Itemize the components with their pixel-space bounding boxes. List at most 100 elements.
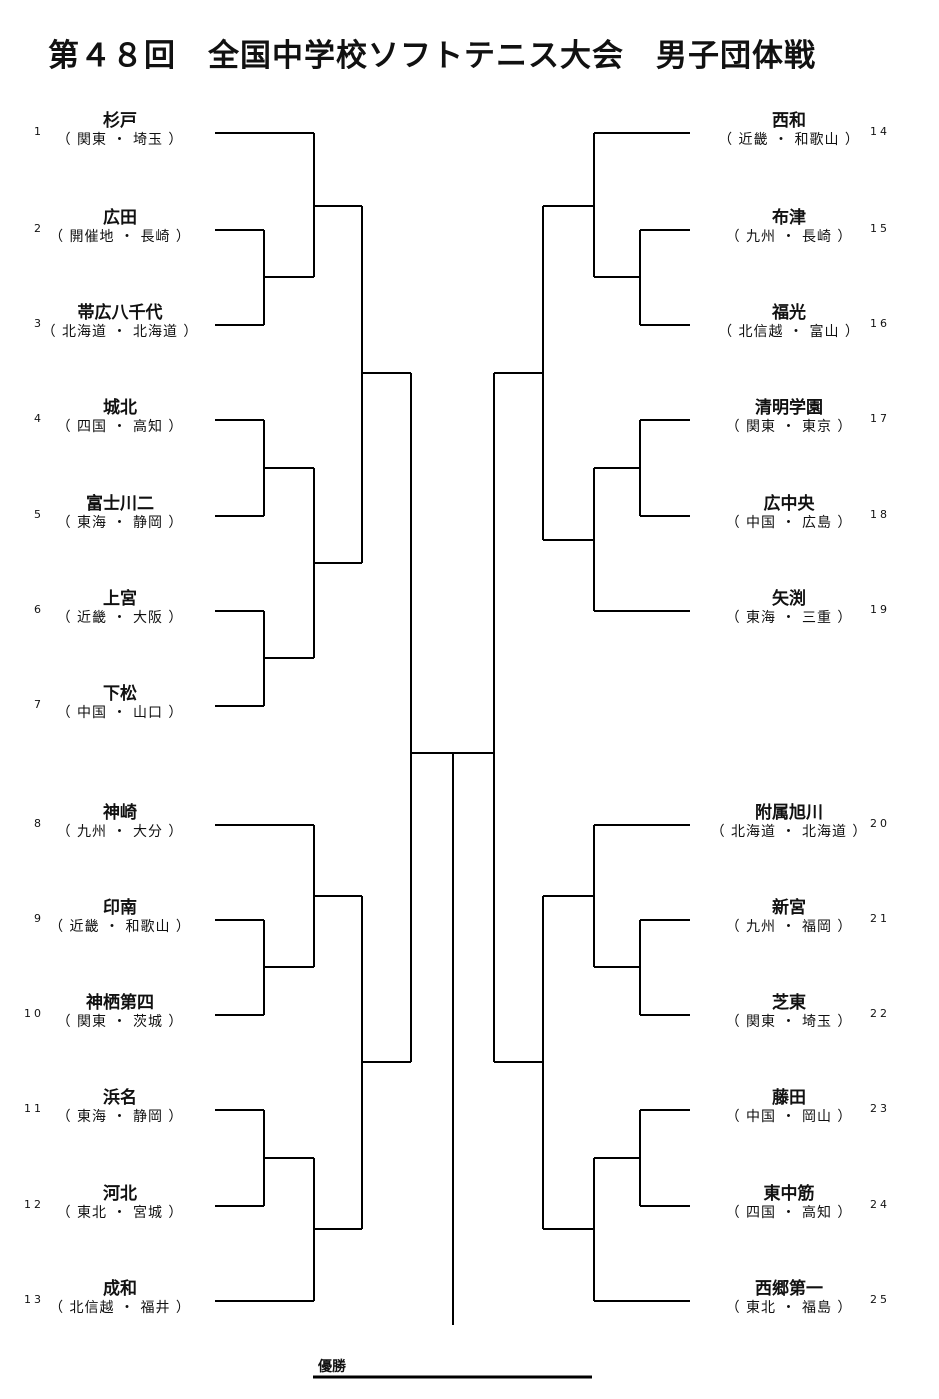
team-region: （ 北信越 ・ 富山 ） bbox=[718, 324, 860, 340]
team-region: （ 九州 ・ 大分 ） bbox=[56, 824, 184, 840]
team-entry: 西和（ 近畿 ・ 和歌山 ） bbox=[689, 111, 889, 149]
team-name: 新宮 bbox=[772, 898, 806, 918]
seed-number: 18 bbox=[870, 508, 890, 521]
team-region: （ 北信越 ・ 福井 ） bbox=[49, 1300, 191, 1316]
seed-number: 6 bbox=[34, 603, 44, 616]
team-entry: 芝東（ 関東 ・ 埼玉 ） bbox=[689, 993, 889, 1031]
seed-number: 25 bbox=[870, 1293, 890, 1306]
seed-number: 5 bbox=[34, 508, 44, 521]
team-entry: 下松（ 中国 ・ 山口 ） bbox=[20, 684, 220, 722]
seed-number: 13 bbox=[24, 1293, 44, 1306]
team-region: （ 近畿 ・ 和歌山 ） bbox=[718, 132, 860, 148]
team-name: 藤田 bbox=[772, 1088, 806, 1108]
team-name: 帯広八千代 bbox=[77, 303, 163, 323]
seed-number: 15 bbox=[870, 222, 890, 235]
team-entry: 布津（ 九州 ・ 長崎 ） bbox=[689, 208, 889, 246]
team-entry: 神栖第四（ 関東 ・ 茨城 ） bbox=[20, 993, 220, 1031]
team-entry: 東中筋（ 四国 ・ 高知 ） bbox=[689, 1184, 889, 1222]
team-entry: 城北（ 四国 ・ 高知 ） bbox=[20, 398, 220, 436]
team-name: 広田 bbox=[103, 208, 137, 228]
seed-number: 4 bbox=[34, 412, 44, 425]
seed-number: 23 bbox=[870, 1102, 890, 1115]
team-region: （ 関東 ・ 茨城 ） bbox=[56, 1014, 184, 1030]
seed-number: 14 bbox=[870, 125, 890, 138]
team-entry: 神崎（ 九州 ・ 大分 ） bbox=[20, 803, 220, 841]
seed-number: 24 bbox=[870, 1198, 890, 1211]
team-region: （ 九州 ・ 長崎 ） bbox=[725, 229, 853, 245]
team-entry: 福光（ 北信越 ・ 富山 ） bbox=[689, 303, 889, 341]
team-region: （ 開催地 ・ 長崎 ） bbox=[49, 229, 191, 245]
seed-number: 16 bbox=[870, 317, 890, 330]
team-name: 下松 bbox=[103, 684, 137, 704]
team-entry: 印南（ 近畿 ・ 和歌山 ） bbox=[20, 898, 220, 936]
seed-number: 19 bbox=[870, 603, 890, 616]
team-name: 西郷第一 bbox=[755, 1279, 823, 1299]
team-region: （ 中国 ・ 岡山 ） bbox=[725, 1109, 853, 1125]
champion-label: 優勝 bbox=[318, 1359, 346, 1375]
team-entry: 西郷第一（ 東北 ・ 福島 ） bbox=[689, 1279, 889, 1317]
seed-number: 11 bbox=[24, 1102, 44, 1115]
team-name: 神崎 bbox=[103, 803, 137, 823]
team-region: （ 東海 ・ 静岡 ） bbox=[56, 515, 184, 531]
team-region: （ 近畿 ・ 和歌山 ） bbox=[49, 919, 191, 935]
team-name: 西和 bbox=[772, 111, 806, 131]
team-region: （ 中国 ・ 山口 ） bbox=[56, 705, 184, 721]
seed-number: 3 bbox=[34, 317, 44, 330]
team-region: （ 東海 ・ 三重 ） bbox=[725, 610, 853, 626]
team-region: （ 四国 ・ 高知 ） bbox=[56, 419, 184, 435]
team-name: 福光 bbox=[772, 303, 806, 323]
team-name: 芝東 bbox=[772, 993, 806, 1013]
page-title: 第４８回 全国中学校ソフトテニス大会 男子団体戦 bbox=[48, 38, 816, 74]
team-entry: 上宮（ 近畿 ・ 大阪 ） bbox=[20, 589, 220, 627]
team-region: （ 北海道 ・ 北海道 ） bbox=[710, 824, 868, 840]
team-entry: 藤田（ 中国 ・ 岡山 ） bbox=[689, 1088, 889, 1126]
team-region: （ 関東 ・ 埼玉 ） bbox=[56, 132, 184, 148]
team-name: 城北 bbox=[103, 398, 137, 418]
team-entry: 成和（ 北信越 ・ 福井 ） bbox=[20, 1279, 220, 1317]
seed-number: 9 bbox=[34, 912, 44, 925]
team-name: 東中筋 bbox=[763, 1184, 815, 1204]
team-entry: 浜名（ 東海 ・ 静岡 ） bbox=[20, 1088, 220, 1126]
team-entry: 広田（ 開催地 ・ 長崎 ） bbox=[20, 208, 220, 246]
seed-number: 1 bbox=[34, 125, 44, 138]
seed-number: 22 bbox=[870, 1007, 890, 1020]
team-name: 広中央 bbox=[763, 494, 815, 514]
team-entry: 広中央（ 中国 ・ 広島 ） bbox=[689, 494, 889, 532]
seed-number: 2 bbox=[34, 222, 44, 235]
team-entry: 矢渕（ 東海 ・ 三重 ） bbox=[689, 589, 889, 627]
team-region: （ 九州 ・ 福岡 ） bbox=[725, 919, 853, 935]
team-entry: 清明学園（ 関東 ・ 東京 ） bbox=[689, 398, 889, 436]
team-name: 清明学園 bbox=[755, 398, 823, 418]
seed-number: 10 bbox=[24, 1007, 44, 1020]
team-entry: 附属旭川（ 北海道 ・ 北海道 ） bbox=[689, 803, 889, 841]
team-region: （ 近畿 ・ 大阪 ） bbox=[56, 610, 184, 626]
team-entry: 帯広八千代（ 北海道 ・ 北海道 ） bbox=[20, 303, 220, 341]
team-region: （ 東北 ・ 宮城 ） bbox=[56, 1205, 184, 1221]
seed-number: 12 bbox=[24, 1198, 44, 1211]
team-name: 浜名 bbox=[103, 1088, 137, 1108]
seed-number: 17 bbox=[870, 412, 890, 425]
team-name: 附属旭川 bbox=[755, 803, 823, 823]
team-name: 印南 bbox=[103, 898, 137, 918]
team-name: 矢渕 bbox=[772, 589, 806, 609]
team-entry: 杉戸（ 関東 ・ 埼玉 ） bbox=[20, 111, 220, 149]
team-name: 河北 bbox=[103, 1184, 137, 1204]
team-name: 富士川二 bbox=[86, 494, 154, 514]
team-region: （ 東海 ・ 静岡 ） bbox=[56, 1109, 184, 1125]
team-name: 成和 bbox=[103, 1279, 137, 1299]
team-region: （ 中国 ・ 広島 ） bbox=[725, 515, 853, 531]
seed-number: 7 bbox=[34, 698, 44, 711]
team-region: （ 北海道 ・ 北海道 ） bbox=[41, 324, 199, 340]
team-region: （ 東北 ・ 福島 ） bbox=[725, 1300, 853, 1316]
team-entry: 富士川二（ 東海 ・ 静岡 ） bbox=[20, 494, 220, 532]
team-region: （ 四国 ・ 高知 ） bbox=[725, 1205, 853, 1221]
team-name: 杉戸 bbox=[103, 111, 137, 131]
seed-number: 8 bbox=[34, 817, 44, 830]
team-name: 上宮 bbox=[103, 589, 137, 609]
team-region: （ 関東 ・ 埼玉 ） bbox=[725, 1014, 853, 1030]
team-name: 神栖第四 bbox=[86, 993, 154, 1013]
seed-number: 20 bbox=[870, 817, 890, 830]
team-entry: 河北（ 東北 ・ 宮城 ） bbox=[20, 1184, 220, 1222]
team-region: （ 関東 ・ 東京 ） bbox=[725, 419, 853, 435]
team-entry: 新宮（ 九州 ・ 福岡 ） bbox=[689, 898, 889, 936]
